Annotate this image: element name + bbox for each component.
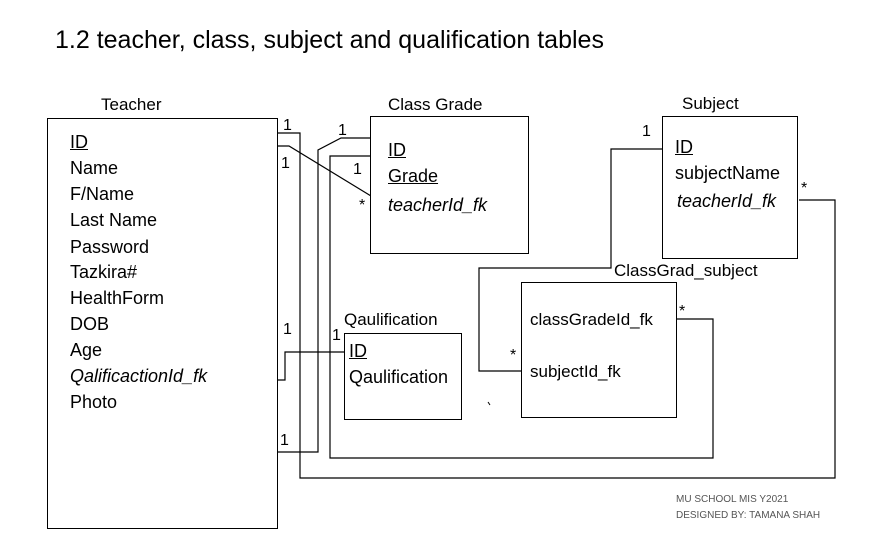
- teacher-field-dob: DOB: [70, 314, 110, 334]
- junction-field-classgrade-fk: classGradeId_fk: [530, 310, 653, 329]
- card-classgrade-one-a: 1: [338, 122, 347, 139]
- connector-teacher-qualification: [277, 351, 345, 381]
- subject-field-subjectname: subjectName: [675, 163, 781, 183]
- junction-table: classGradeId_fk subjectId_fk: [521, 282, 677, 418]
- classgrade-field-grade: Grade: [388, 166, 439, 186]
- connector-classgrade-junction: [277, 137, 371, 453]
- junction-title: ClassGrad_subject: [614, 261, 758, 280]
- connector-teacher-classgrade: [277, 145, 372, 197]
- card-subject-one: 1: [642, 123, 651, 140]
- classgrade-field-id: ID: [388, 140, 406, 160]
- card-subject-many: *: [801, 180, 808, 197]
- connector-subject-junction: [478, 148, 663, 372]
- card-junction-many-a: *: [679, 303, 686, 320]
- subject-field-id: ID: [675, 137, 693, 157]
- classgrade-table: ID Grade teacherId_fk: [370, 116, 529, 254]
- teacher-field-qualification-fk: QalificactionId_fk: [70, 366, 208, 386]
- stray-mark: [487, 401, 491, 406]
- classgrade-title: Class Grade: [388, 95, 483, 114]
- teacher-table: ID Name F/Name Last Name Password Tazkir…: [47, 118, 278, 529]
- subject-table: ID subjectName teacherId_fk: [662, 116, 798, 259]
- connector-classgrade-junction-lower: [329, 155, 714, 459]
- card-teacher-qual-one: 1: [283, 321, 292, 338]
- footer-line-2: DESIGNED BY: TAMANA SHAH: [676, 510, 821, 521]
- subject-title: Subject: [682, 94, 739, 113]
- teacher-title: Teacher: [101, 95, 162, 114]
- card-classgrade-one-b: 1: [353, 161, 362, 178]
- teacher-field-fname: F/Name: [70, 184, 135, 204]
- card-classgrade-many: *: [359, 197, 366, 214]
- qualification-field-name: Qaulification: [349, 367, 449, 387]
- teacher-field-id: ID: [70, 132, 88, 152]
- teacher-field-lastname: Last Name: [70, 210, 158, 230]
- teacher-field-name: Name: [70, 158, 119, 178]
- qualification-title: Qaulification: [344, 310, 438, 329]
- subject-field-teacher-fk: teacherId_fk: [677, 191, 777, 211]
- card-qualification-one: 1: [332, 327, 341, 344]
- junction-field-subject-fk: subjectId_fk: [530, 362, 621, 381]
- teacher-field-password: Password: [70, 237, 150, 257]
- teacher-field-tazkira: Tazkira#: [70, 262, 138, 282]
- teacher-field-age: Age: [70, 340, 103, 360]
- card-teacher-one-c: 1: [280, 432, 289, 449]
- footer-line-1: MU SCHOOL MIS Y2021: [676, 494, 789, 505]
- card-junction-many-b: *: [510, 347, 517, 364]
- page-title: 1.2 teacher, class, subject and qualific…: [55, 26, 604, 54]
- qualification-table: ID Qaulification: [344, 333, 462, 420]
- teacher-field-healthform: HealthForm: [70, 288, 165, 308]
- classgrade-field-teacher-fk: teacherId_fk: [388, 195, 488, 215]
- card-teacher-one-a: 1: [283, 117, 292, 134]
- connector-teacher-subject: [277, 132, 836, 479]
- qualification-field-id: ID: [349, 341, 367, 361]
- teacher-field-photo: Photo: [70, 392, 118, 412]
- card-teacher-one-b: 1: [281, 155, 290, 172]
